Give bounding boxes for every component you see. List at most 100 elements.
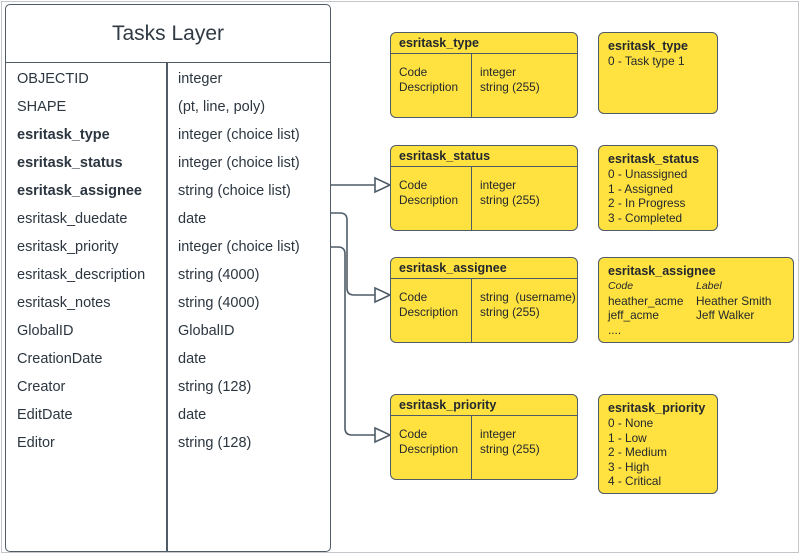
domain-table-esritask-assignee[interactable]: esritask_assignee Code Description strin… (390, 257, 578, 343)
field-type: string (128) (178, 379, 252, 395)
domain-table-divider (471, 54, 473, 117)
domain-type-code: string (username) (480, 290, 576, 304)
field-name: EditDate (17, 407, 73, 423)
value-list-item: 3 - High (608, 459, 650, 474)
domain-type-description: string (255) (480, 305, 540, 319)
domain-type-code: integer (480, 178, 517, 192)
value-list-item: 3 - Completed (608, 210, 683, 225)
value-list-title: esritask_priority (608, 401, 706, 415)
value-label (696, 323, 793, 338)
field-row-esritask-priority[interactable]: esritask_priority integer (choice list) (6, 233, 330, 261)
field-name: esritask_description (17, 267, 146, 283)
field-row[interactable]: Creator string (128) (6, 373, 330, 401)
field-row-esritask-status[interactable]: esritask_status integer (choice list) (6, 149, 330, 177)
entity-tasks-layer[interactable]: Tasks Layer OBJECTID integer SHAPE (pt, … (5, 4, 331, 552)
domain-table-divider (471, 167, 473, 230)
domain-type-description: string (255) (480, 193, 540, 207)
value-list-title: esritask_assignee (608, 264, 716, 278)
field-type: string (choice list) (178, 183, 291, 199)
value-list-item: 1 - Assigned (608, 181, 673, 196)
value-list-header-row: Code Label (608, 279, 793, 294)
field-type: (pt, line, poly) (178, 99, 266, 115)
field-type: date (178, 211, 207, 227)
domain-type-code: integer (480, 427, 517, 441)
value-list-item: 4 - Critical (608, 474, 662, 488)
field-row[interactable]: GlobalID GlobalID (6, 317, 330, 345)
field-name: SHAPE (17, 99, 67, 115)
domain-table-esritask-priority[interactable]: esritask_priority Code Description integ… (390, 394, 578, 480)
field-row[interactable]: esritask_notes string (4000) (6, 289, 330, 317)
value-code: heather_acme (608, 293, 684, 308)
field-type: integer (choice list) (178, 239, 300, 255)
field-row[interactable]: SHAPE (pt, line, poly) (6, 93, 330, 121)
value-list-title: esritask_status (608, 152, 700, 166)
field-type: string (4000) (178, 295, 260, 311)
field-name: esritask_priority (17, 239, 119, 255)
domain-type-description: string (255) (480, 442, 540, 456)
field-name: Creator (17, 379, 66, 395)
page-title: Tasks Layer (6, 5, 330, 63)
field-row-esritask-type[interactable]: esritask_type integer (choice list) (6, 121, 330, 149)
field-name: CreationDate (17, 351, 103, 367)
domain-field-code: Code (399, 178, 428, 192)
entity-field-list: OBJECTID integer SHAPE (pt, line, poly) … (6, 63, 330, 551)
value-label: Heather Smith (696, 293, 772, 308)
value-list-esritask-type[interactable]: esritask_type 0 - Task type 1 (598, 32, 718, 114)
field-type: string (128) (178, 435, 252, 451)
domain-field-description: Description (399, 442, 459, 456)
field-name: esritask_type (17, 127, 110, 143)
value-list-header-code: Code (608, 280, 634, 292)
value-list-item: 0 - Task type 1 (608, 54, 685, 68)
field-type: integer (choice list) (178, 155, 300, 171)
domain-type-code: integer (480, 65, 517, 79)
value-list-title: esritask_type (608, 39, 688, 53)
field-name: Editor (17, 435, 55, 451)
domain-field-description: Description (399, 80, 459, 94)
value-list-item: 0 - Unassigned (608, 167, 688, 181)
value-list-esritask-priority[interactable]: esritask_priority 0 - None 1 - Low 2 - M… (598, 394, 718, 494)
domain-table-title: esritask_status (391, 146, 577, 167)
field-type: GlobalID (178, 323, 235, 339)
field-type: date (178, 407, 207, 423)
field-row[interactable]: Editor string (128) (6, 429, 330, 457)
field-type: date (178, 351, 207, 367)
field-row[interactable]: esritask_duedate date (6, 205, 330, 233)
field-row[interactable]: EditDate date (6, 401, 330, 429)
field-row[interactable]: OBJECTID integer (6, 65, 330, 93)
domain-table-title: esritask_assignee (391, 258, 577, 279)
domain-table-divider (471, 416, 473, 479)
value-list-row: heather_acme Heather Smith (608, 294, 793, 309)
field-name: esritask_assignee (17, 183, 142, 199)
field-row[interactable]: esritask_description string (4000) (6, 261, 330, 289)
field-type: integer (choice list) (178, 127, 300, 143)
value-code: .... (608, 322, 622, 337)
value-list-header-label: Label (696, 280, 722, 292)
field-name: esritask_duedate (17, 211, 128, 227)
value-list-item: 0 - None (608, 416, 654, 430)
value-list-item: 2 - Medium (608, 445, 668, 459)
field-type: integer (178, 71, 223, 87)
domain-field-description: Description (399, 305, 459, 319)
value-label: Jeff Walker (696, 308, 755, 322)
field-row[interactable]: CreationDate date (6, 345, 330, 373)
value-list-esritask-assignee[interactable]: esritask_assignee Code Label heather_acm… (598, 257, 794, 343)
domain-field-code: Code (399, 290, 428, 304)
value-list-esritask-status[interactable]: esritask_status 0 - Unassigned 1 - Assig… (598, 145, 718, 231)
field-row-esritask-assignee[interactable]: esritask_assignee string (choice list) (6, 177, 330, 205)
domain-field-code: Code (399, 65, 428, 79)
entity-column-divider (166, 63, 168, 551)
value-list-row: jeff_acme Jeff Walker (608, 308, 793, 323)
domain-field-description: Description (399, 193, 459, 207)
value-code: jeff_acme (608, 308, 659, 322)
field-name: OBJECTID (17, 71, 89, 87)
domain-table-divider (471, 279, 473, 342)
domain-table-title: esritask_priority (391, 395, 577, 416)
field-type: string (4000) (178, 267, 260, 283)
value-list-item: 2 - In Progress (608, 196, 686, 210)
domain-table-esritask-status[interactable]: esritask_status Code Description integer… (390, 145, 578, 231)
domain-field-code: Code (399, 427, 428, 441)
domain-table-esritask-type[interactable]: esritask_type Code Description integer s… (390, 32, 578, 118)
field-name: esritask_status (17, 155, 123, 171)
domain-table-title: esritask_type (391, 33, 577, 54)
